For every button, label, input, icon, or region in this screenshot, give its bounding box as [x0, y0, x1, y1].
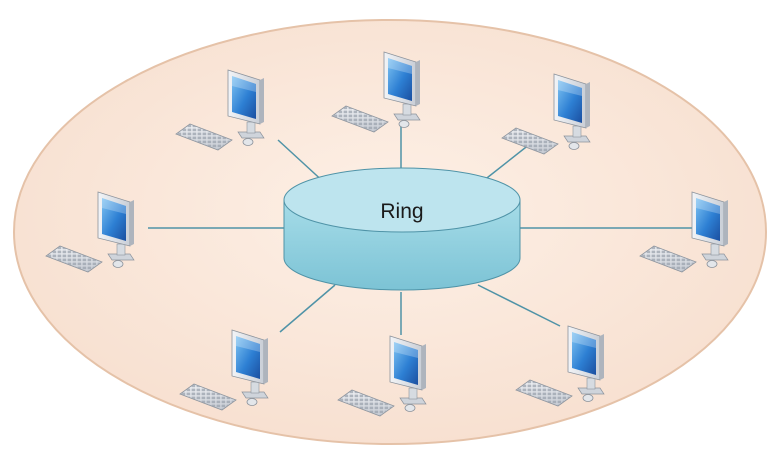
- ring-label: Ring: [380, 200, 423, 223]
- link-bottom-right: [477, 284, 561, 327]
- link-bottom-left: [279, 284, 336, 333]
- ring-cylinder: Ring: [283, 167, 521, 291]
